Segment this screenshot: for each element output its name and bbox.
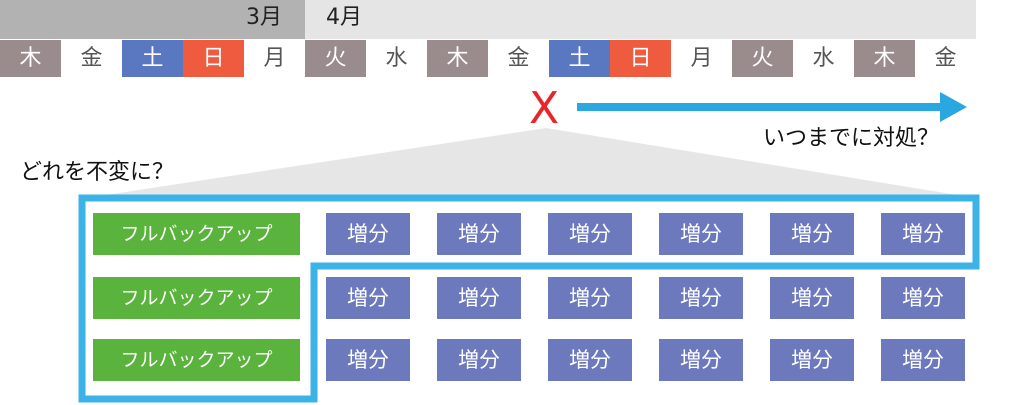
increment-box: 増分: [881, 339, 965, 381]
day-cell: 金: [915, 40, 976, 77]
day-cell: 土: [549, 40, 610, 77]
day-cell: 火: [305, 40, 366, 77]
weekday-row: 木 金 土 日 月 火 水 木 金 土 日 月 火 水 木 金: [0, 40, 976, 77]
increment-box: 増分: [326, 339, 410, 381]
day-cell: 金: [61, 40, 122, 77]
increment-box: 増分: [659, 213, 743, 255]
day-cell: 日: [183, 40, 244, 77]
increment-box: 増分: [437, 339, 521, 381]
day-cell: 月: [244, 40, 305, 77]
day-cell: 木: [427, 40, 488, 77]
march-range: [0, 0, 305, 39]
increment-box: 増分: [437, 213, 521, 255]
day-cell: 水: [366, 40, 427, 77]
day-cell: 日: [610, 40, 671, 77]
full-backup-box: フルバックアップ: [93, 339, 300, 381]
deadline-question: いつまでに対処？: [763, 126, 940, 151]
month-label-april: 4月: [326, 5, 362, 30]
increment-box: 増分: [437, 277, 521, 319]
day-cell: 水: [793, 40, 854, 77]
increment-box: 増分: [548, 339, 632, 381]
day-cell: 木: [854, 40, 915, 77]
increment-box: 増分: [548, 213, 632, 255]
day-cell: 月: [671, 40, 732, 77]
month-label-march: 3月: [246, 5, 282, 30]
day-cell: 土: [122, 40, 183, 77]
increment-box: 増分: [659, 339, 743, 381]
day-cell: 金: [488, 40, 549, 77]
increment-box: 増分: [770, 339, 854, 381]
deadline-arrow-line: [577, 103, 947, 111]
deadline-arrow-head-icon: [940, 92, 967, 122]
immutability-question: どれを不変に？: [20, 160, 175, 185]
day-cell: 火: [732, 40, 793, 77]
increment-box: 増分: [326, 213, 410, 255]
failure-x-mark: X: [529, 83, 560, 134]
full-backup-box: フルバックアップ: [93, 277, 300, 319]
full-backup-box: フルバックアップ: [93, 213, 300, 255]
increment-box: 増分: [548, 277, 632, 319]
increment-box: 増分: [770, 213, 854, 255]
increment-box: 増分: [326, 277, 410, 319]
increment-box: 増分: [770, 277, 854, 319]
day-cell: 木: [0, 40, 61, 77]
increment-box: 増分: [881, 277, 965, 319]
increment-box: 増分: [659, 277, 743, 319]
increment-box: 増分: [881, 213, 965, 255]
month-bar: [0, 0, 976, 39]
